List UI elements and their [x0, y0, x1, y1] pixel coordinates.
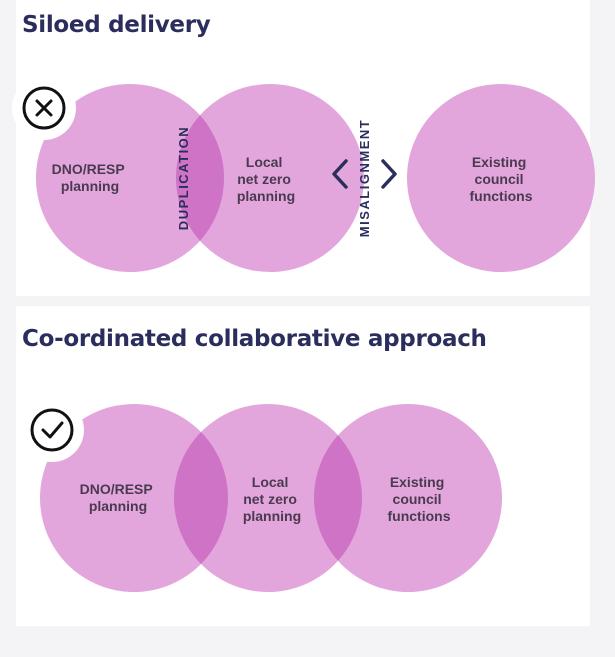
existing-council-circle [407, 84, 595, 272]
collaborative-approach-title: Co-ordinated collaborative approach [22, 326, 487, 352]
siloed-venn-diagram: DNO/RESP planning Local net zero plannin… [12, 76, 595, 272]
local-net-zero-circle [176, 84, 364, 272]
duplication-label: DUPLICATION [176, 126, 191, 230]
existing-council-circle [314, 404, 502, 592]
chevron-right-icon [381, 159, 397, 189]
existing-council-label: Existing council functions [470, 154, 533, 204]
misalignment-label: MISALIGNMENT [357, 119, 372, 237]
cross-circle-icon [12, 76, 76, 140]
check-circle-icon [20, 398, 84, 462]
dno-resp-label: DNO/RESP planning [80, 481, 157, 514]
local-net-zero-label: Local net zero planning [243, 474, 301, 524]
existing-council-label: Existing council functions [388, 474, 451, 524]
dno-resp-label: DNO/RESP planning [52, 161, 129, 194]
dno-resp-circle [40, 404, 228, 592]
dno-resp-circle [36, 84, 224, 272]
siloed-delivery-title: Siloed delivery [22, 12, 211, 38]
local-net-zero-label: Local net zero planning [237, 154, 295, 204]
local-net-zero-circle [174, 404, 362, 592]
chevron-left-icon [332, 159, 348, 189]
collaborative-venn-diagram: DNO/RESP planning Local net zero plannin… [20, 398, 502, 592]
